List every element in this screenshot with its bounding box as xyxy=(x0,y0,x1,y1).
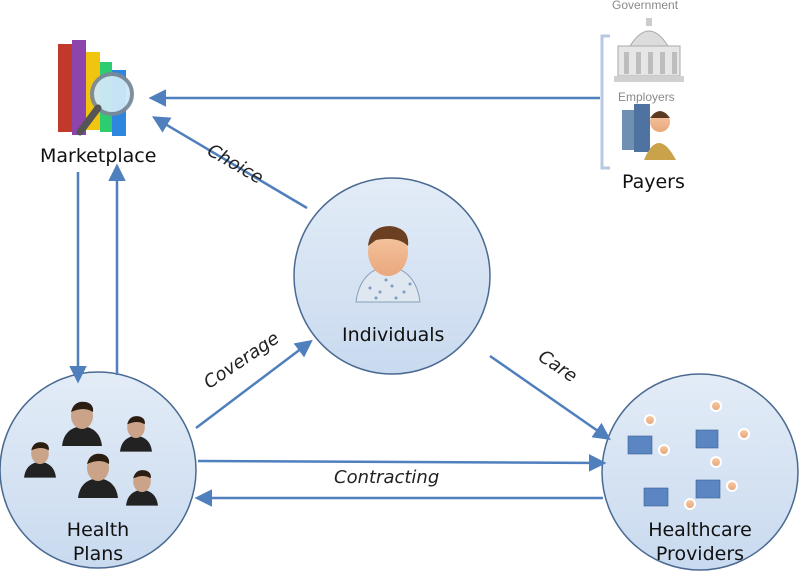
employers-icon xyxy=(622,104,676,160)
healthcare-providers-label-line2: Providers xyxy=(655,543,745,565)
health-plans-people-icon xyxy=(24,401,158,506)
payers-bracket xyxy=(600,34,610,170)
marketplace-label: Marketplace xyxy=(40,145,157,167)
healthcare-providers-label: Healthcare Providers xyxy=(632,518,768,566)
marketplace-chart-icon xyxy=(58,40,134,136)
payers-label: Payers xyxy=(622,171,685,193)
plans-to-providers-arrow xyxy=(197,454,607,472)
health-plans-label-line1: Health xyxy=(66,519,130,541)
individuals-to-providers-arrow xyxy=(489,354,611,440)
plans-to-individuals-arrow xyxy=(195,339,313,429)
government-building-icon xyxy=(614,18,684,82)
health-plans-label: Health Plans xyxy=(48,518,148,566)
healthcare-providers-icon xyxy=(627,400,750,510)
individual-person-icon xyxy=(355,226,421,303)
individuals-label: Individuals xyxy=(342,324,445,346)
healthcare-providers-label-line1: Healthcare xyxy=(648,519,752,541)
health-plans-label-line2: Plans xyxy=(72,543,124,565)
government-label: Government xyxy=(612,0,679,12)
employers-label: Employers xyxy=(618,90,675,104)
individuals-to-marketplace-arrow xyxy=(151,116,308,210)
contracting-edge-label: Contracting xyxy=(334,467,440,488)
